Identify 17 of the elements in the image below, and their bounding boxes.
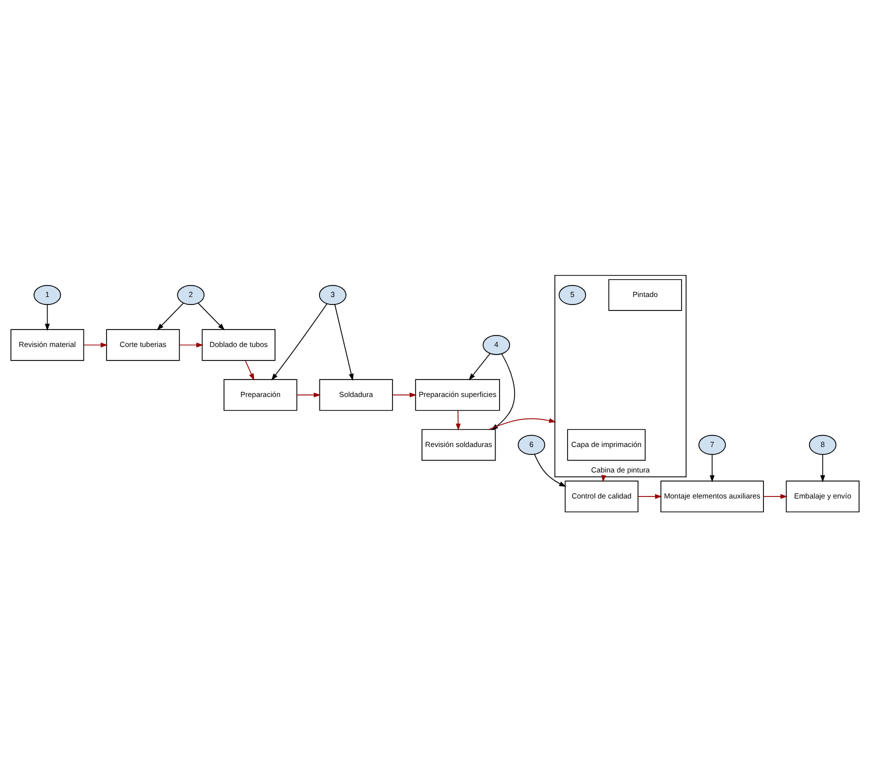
arrow <box>156 302 184 330</box>
arrow <box>456 410 461 430</box>
arrow <box>334 304 354 380</box>
arrow <box>710 454 715 482</box>
arrow <box>244 360 254 380</box>
arrow <box>468 352 490 380</box>
arrow <box>178 342 204 347</box>
arrow <box>44 304 50 330</box>
arrow <box>271 302 328 380</box>
arrow <box>83 342 108 347</box>
arrow <box>392 392 417 397</box>
arrow <box>820 454 826 482</box>
arrow <box>198 302 225 330</box>
arrow <box>638 494 662 498</box>
arrow <box>296 392 321 397</box>
arrow <box>534 453 566 486</box>
arrow <box>763 494 788 498</box>
